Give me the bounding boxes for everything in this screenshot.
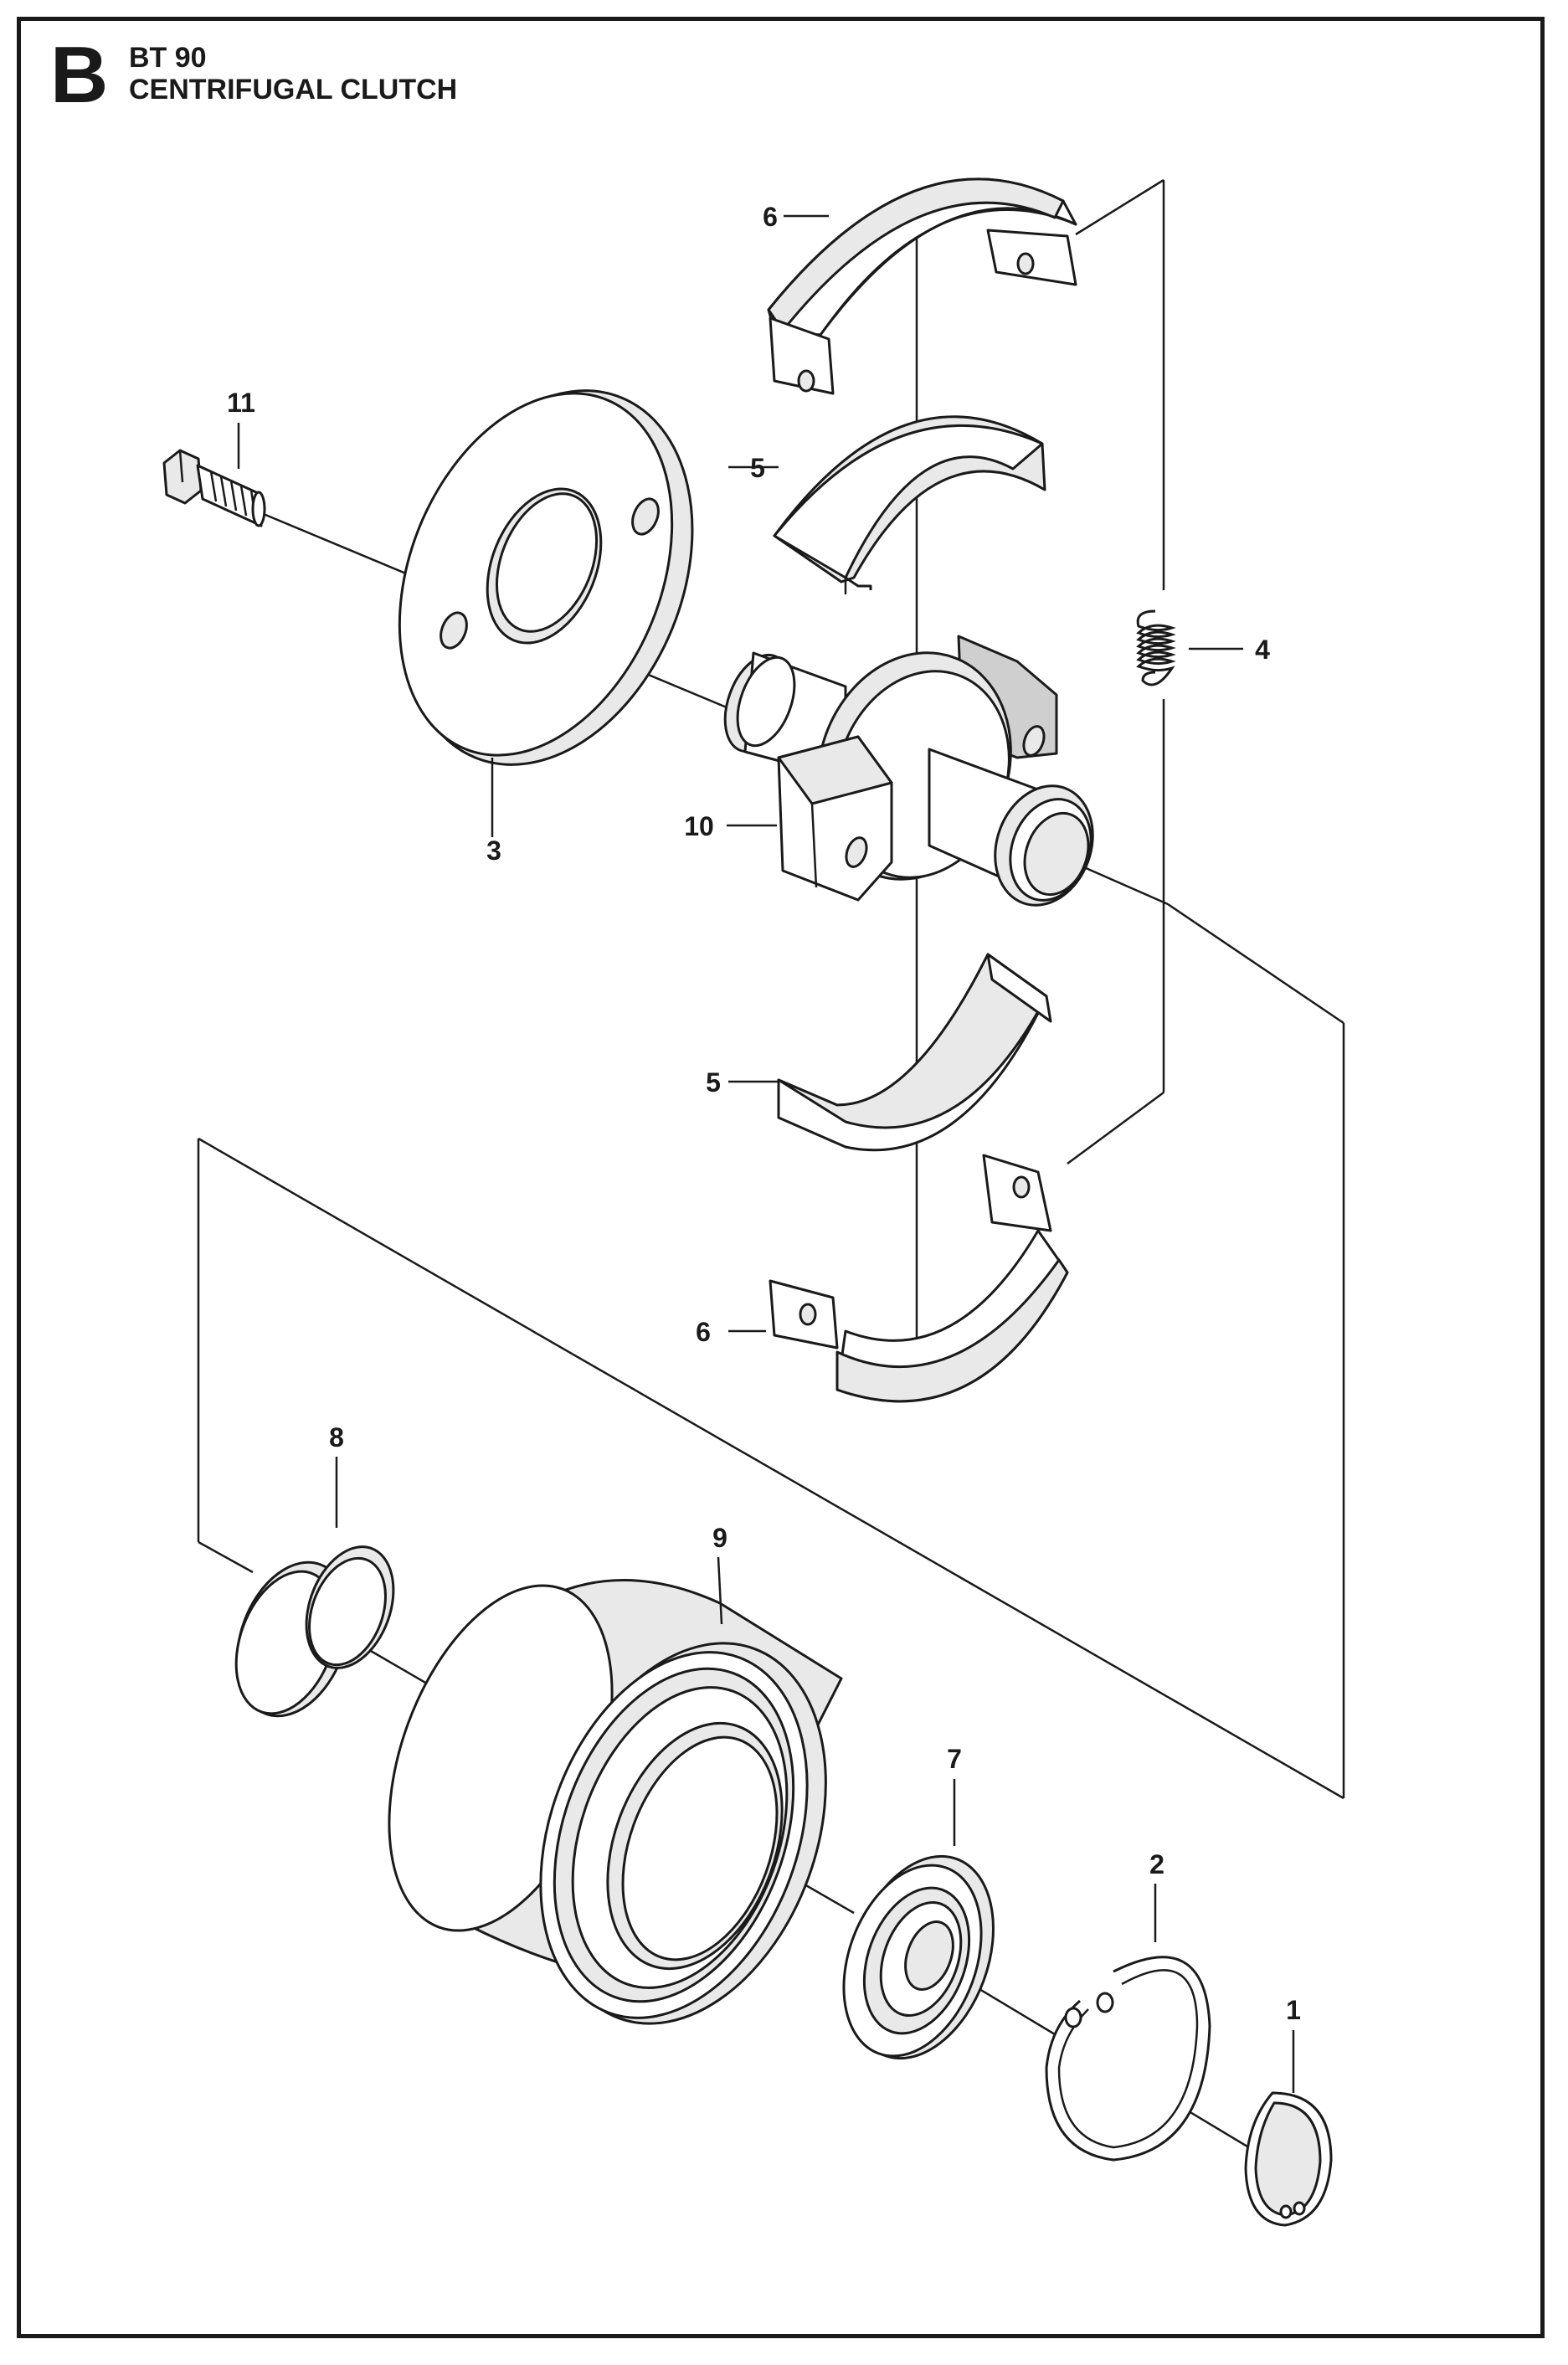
page-frame — [17, 17, 1545, 2338]
diagram-title: CENTRIFUGAL CLUTCH — [129, 74, 458, 105]
callout-numbers: 11 3 6 4 5 10 5 6 8 9 7 2 1 — [227, 202, 1301, 2025]
model-name: BT 90 — [129, 42, 207, 74]
part-5-lining-upper — [773, 415, 1046, 594]
callout-9: 9 — [712, 1523, 727, 1553]
part-5-lining-lower — [777, 953, 1052, 1152]
callout-7: 7 — [947, 1744, 962, 1774]
callout-11: 11 — [227, 388, 255, 418]
callout-10: 10 — [684, 811, 714, 841]
callout-4: 4 — [1255, 635, 1270, 665]
callout-5-upper: 5 — [750, 453, 765, 483]
callout-leaders — [237, 214, 1295, 2093]
callout-6-upper: 6 — [763, 202, 778, 232]
part-10-hub — [723, 635, 1094, 907]
callout-1: 1 — [1286, 1995, 1301, 2025]
section-letter: B — [50, 30, 109, 120]
part-6-clutch-shoe-lower — [769, 1154, 1069, 1403]
part-6-clutch-shoe-upper — [767, 177, 1077, 395]
part-8-cap — [234, 1545, 395, 1718]
part-3-washer-plate — [398, 389, 694, 766]
part-1-circlip-small — [1244, 2091, 1333, 2227]
callout-5-lower: 5 — [706, 1067, 721, 1098]
callout-6-lower: 6 — [696, 1317, 711, 1347]
part-2-circlip — [1045, 1956, 1211, 2162]
callout-2: 2 — [1149, 1849, 1164, 1879]
title-block: BT 90 CENTRIFUGAL CLUTCH — [129, 42, 457, 105]
part-7-bearing — [842, 1854, 995, 2060]
callout-3: 3 — [486, 835, 501, 866]
callout-8: 8 — [329, 1422, 344, 1452]
part-9-clutch-drum — [388, 1579, 843, 2025]
part-11-bolt — [162, 449, 266, 527]
part-4-spring — [1136, 609, 1176, 686]
